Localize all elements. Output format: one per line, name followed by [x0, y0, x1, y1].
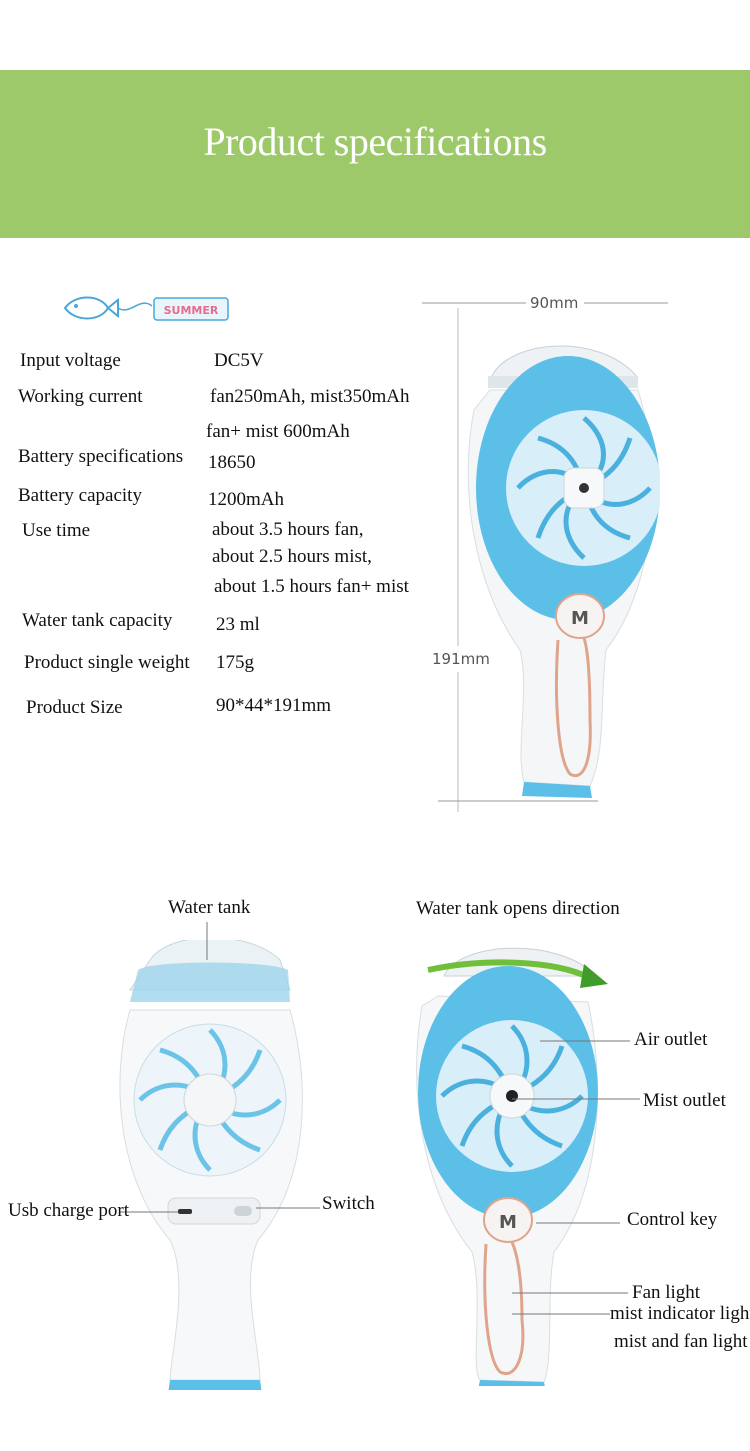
- spec-value-product-size: 90*44*191mm: [216, 695, 332, 716]
- product-angled-key-letter: M: [499, 1212, 517, 1233]
- spec-value-battery-capacity: 1200mAh: [208, 489, 284, 510]
- spec-label-product-weight: Product single weight: [24, 652, 190, 673]
- dimension-width: 90mm: [530, 294, 579, 312]
- callout-water-tank: Water tank: [168, 897, 251, 918]
- callout-usb-charge-port: Usb charge port: [8, 1200, 130, 1221]
- spec-label-water-tank-capacity: Water tank capacity: [22, 610, 173, 631]
- callout-lines: [120, 922, 640, 1315]
- spec-label-product-size: Product Size: [26, 697, 123, 718]
- logo-text: SUMMER: [164, 304, 219, 317]
- product-front-image: M: [467, 345, 660, 798]
- product-back-image: [119, 940, 303, 1390]
- spec-label-input-voltage: Input voltage: [20, 350, 121, 371]
- spec-value-working-current-2: fan+ mist 600mAh: [206, 421, 350, 442]
- product-angled-image: M: [416, 947, 598, 1386]
- spec-value-product-weight: 175g: [216, 652, 254, 673]
- spec-value-use-time-2: about 2.5 hours mist,: [212, 546, 372, 567]
- callout-opens-direction: Water tank opens direction: [416, 898, 620, 919]
- summer-fish-logo: SUMMER: [63, 296, 229, 321]
- spec-value-working-current: fan250mAh, mist350mAh: [210, 386, 410, 407]
- product-front-key-letter: M: [571, 608, 589, 629]
- callout-air-outlet: Air outlet: [634, 1029, 708, 1050]
- spec-value-input-voltage: DC5V: [214, 350, 264, 371]
- callout-mist-outlet: Mist outlet: [643, 1090, 726, 1111]
- spec-value-water-tank-capacity: 23 ml: [216, 614, 260, 635]
- spec-label-battery-specifications: Battery specifications: [18, 446, 184, 467]
- callout-fan-light: Fan light: [632, 1282, 701, 1303]
- dimension-height: 191mm: [432, 650, 490, 668]
- dimension-lines: [422, 302, 668, 812]
- spec-value-use-time-1: about 3.5 hours fan,: [212, 519, 364, 540]
- spec-value-use-time-3: about 1.5 hours fan+ mist: [214, 576, 409, 597]
- spec-label-battery-capacity: Battery capacity: [18, 485, 142, 506]
- spec-label-use-time: Use time: [22, 520, 91, 541]
- spec-value-battery-specifications: 18650: [208, 452, 256, 473]
- header-banner: [0, 70, 750, 238]
- spec-label-working-current: Working current: [18, 386, 143, 407]
- page-title: Product specifications: [203, 119, 547, 164]
- callout-switch: Switch: [322, 1193, 375, 1214]
- callout-mist-and-fan-light: mist and fan light: [614, 1331, 748, 1352]
- callout-control-key: Control key: [627, 1209, 718, 1230]
- opens-direction-arrow: [427, 959, 608, 988]
- callout-mist-indicator-light: mist indicator light: [610, 1303, 750, 1324]
